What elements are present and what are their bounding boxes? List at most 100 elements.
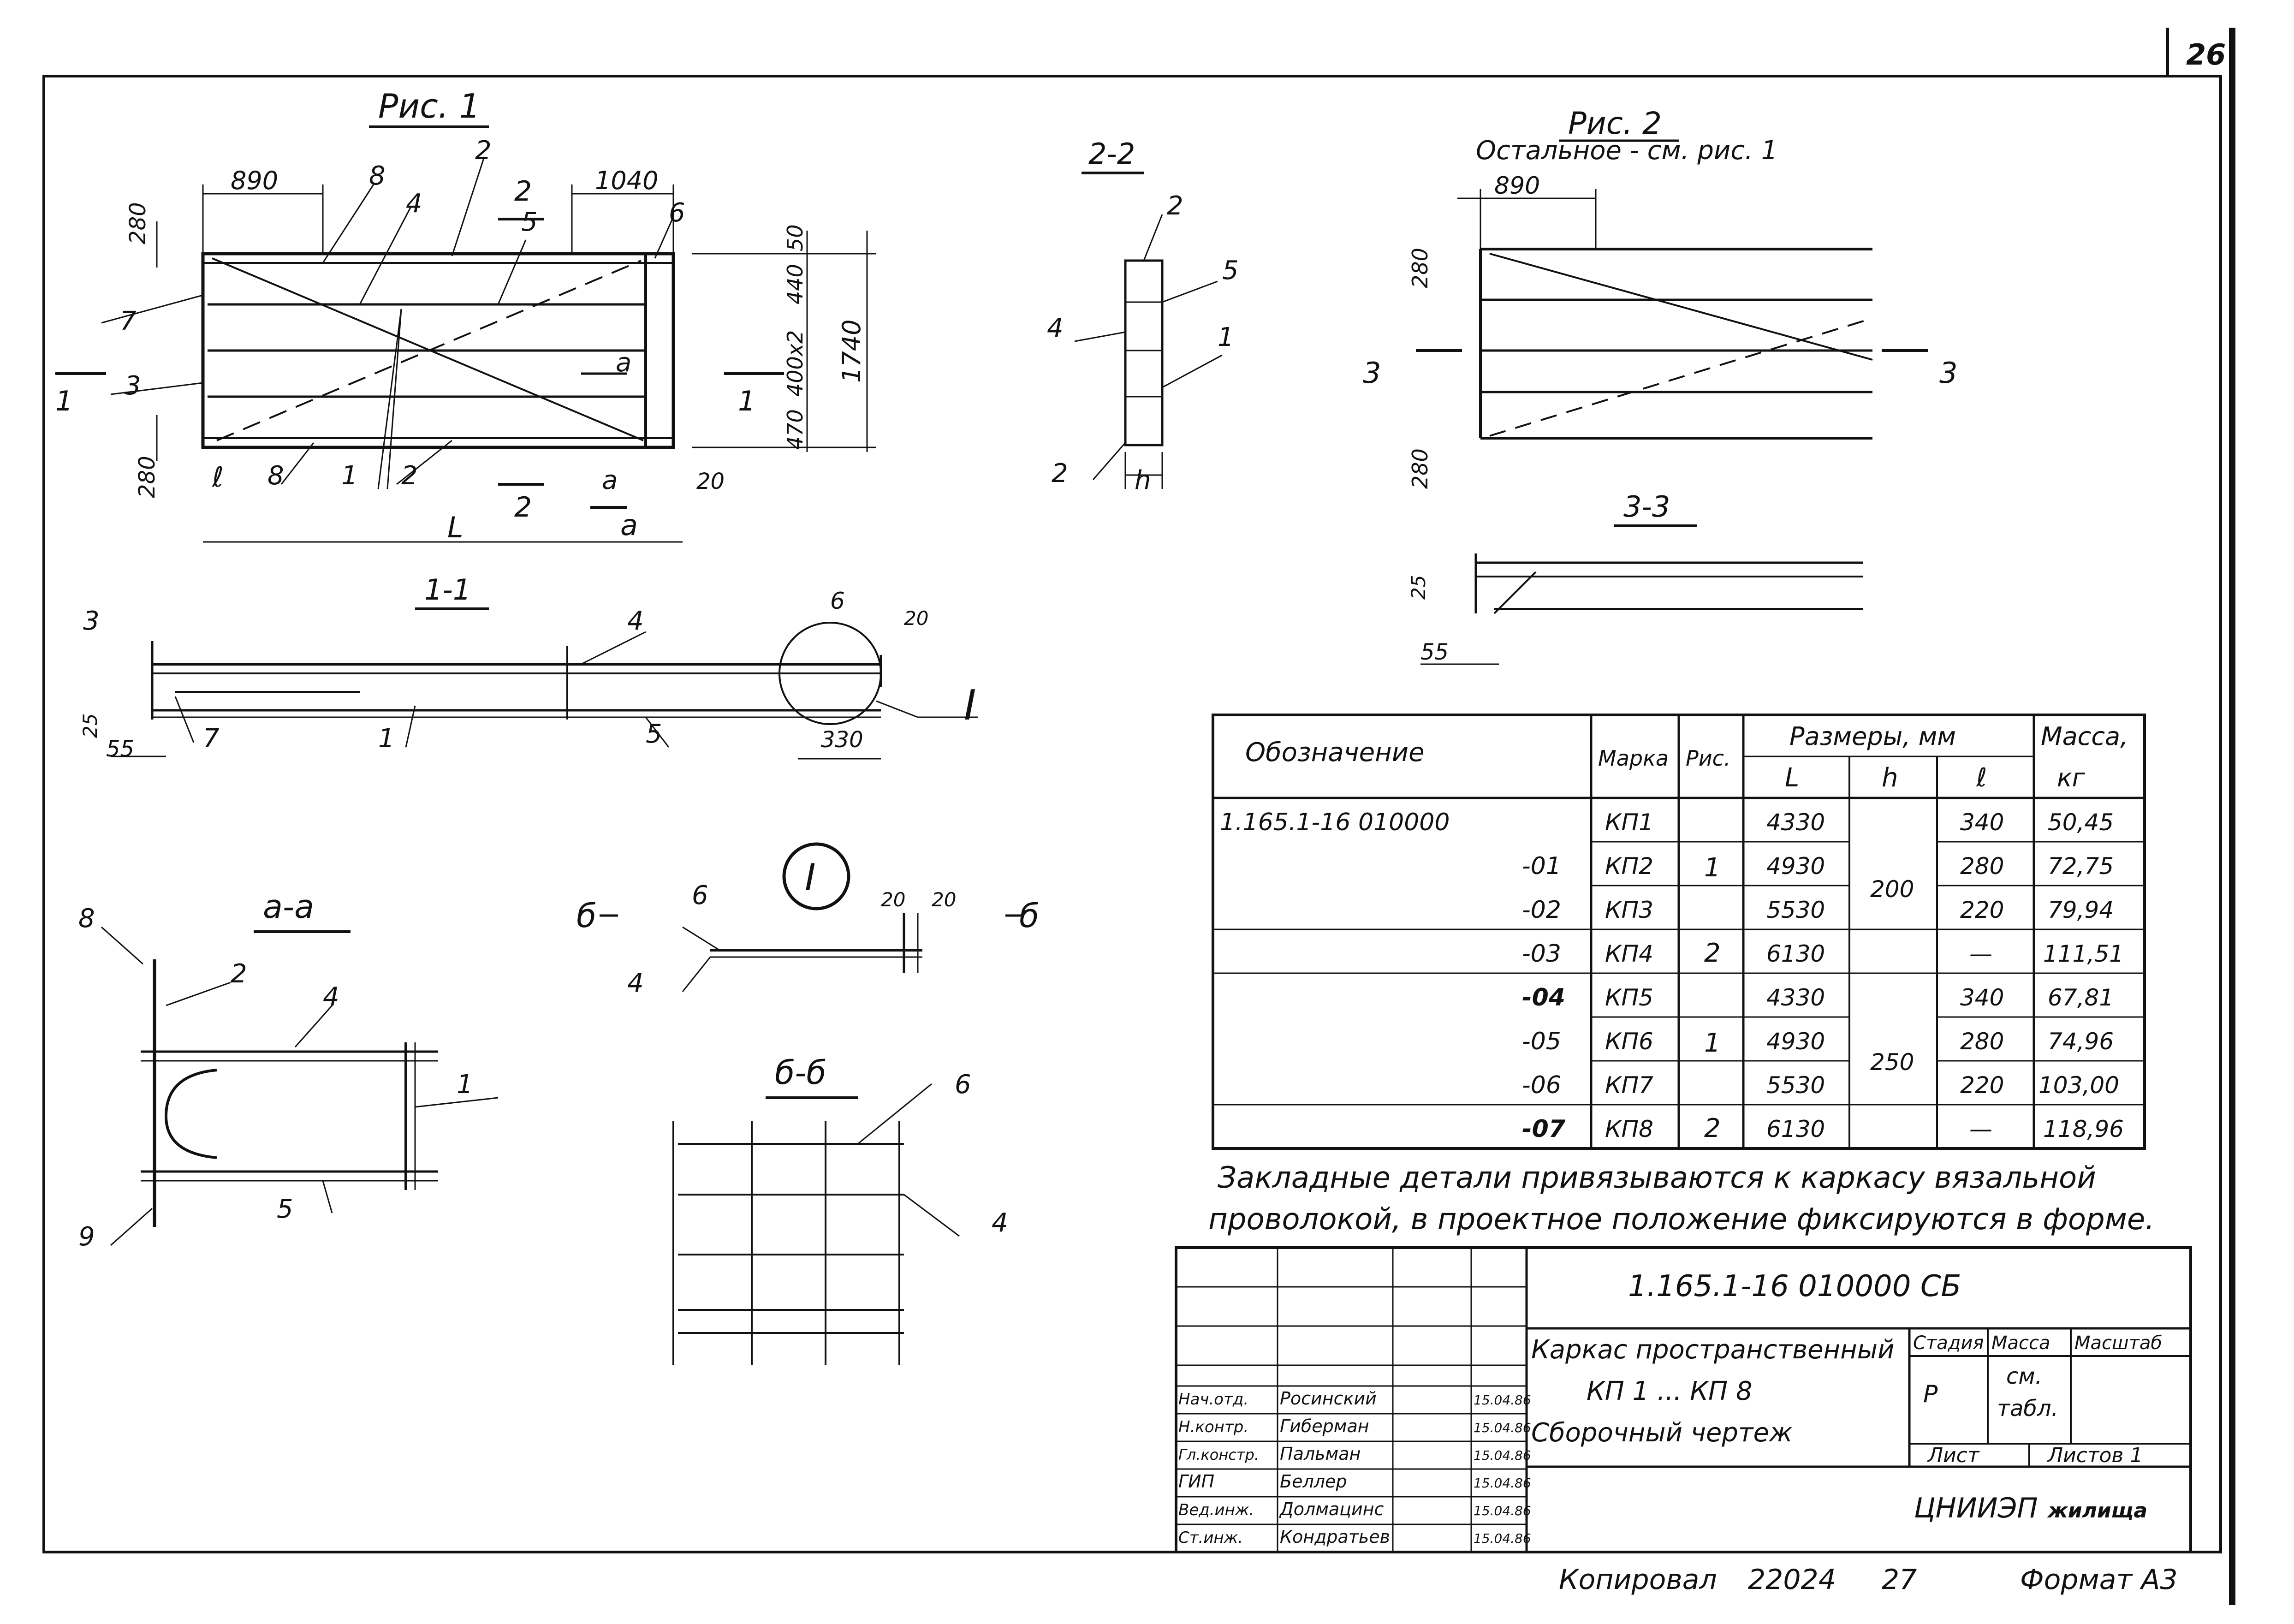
fig1-dim-L: L bbox=[447, 511, 464, 544]
secaa-item-9: 9 bbox=[78, 1222, 95, 1252]
row6-mass: 103,00 bbox=[2038, 1072, 2119, 1099]
sheet-frame bbox=[42, 75, 2222, 1553]
fig1-section-2-bottom: 2 bbox=[514, 491, 532, 523]
h-group-2: 250 bbox=[1870, 1049, 1914, 1076]
fig2-title: Рис. 2 bbox=[1568, 106, 1662, 141]
tb-role-1: Н.контр. bbox=[1178, 1418, 1248, 1436]
row2-l: 220 bbox=[1960, 897, 2004, 923]
fig2-dim-890: 890 bbox=[1494, 172, 1540, 200]
footer-format: Формат А3 bbox=[2020, 1564, 2178, 1596]
fig1-dim-1740: 1740 bbox=[837, 320, 866, 383]
fig1-dim-280-bottom: 280 bbox=[134, 456, 160, 498]
row7-L: 6130 bbox=[1766, 1116, 1825, 1142]
row3-l: — bbox=[1969, 940, 1992, 967]
tb-date-0: 15.04.86 bbox=[1474, 1392, 1531, 1408]
sec11-node-label: I bbox=[964, 681, 976, 730]
sec11-item-4: 4 bbox=[627, 606, 644, 636]
fig1-item-7: 7 bbox=[120, 306, 137, 336]
tb-mass-line-1: см. bbox=[2006, 1363, 2042, 1389]
row2-mark: КП3 bbox=[1605, 897, 1653, 923]
fig2-subtitle: Остальное - см. рис. 1 bbox=[1476, 136, 1777, 166]
sec33-dim-55: 55 bbox=[1420, 639, 1449, 665]
fig1-item-2-bottom: 2 bbox=[401, 461, 418, 491]
row5-mass: 74,96 bbox=[2048, 1028, 2114, 1055]
fig1-section-1-left: 1 bbox=[55, 385, 73, 417]
row4-mark: КП5 bbox=[1605, 984, 1653, 1011]
sec22-item-5: 5 bbox=[1222, 256, 1239, 286]
table-row-lines bbox=[1213, 841, 2145, 1106]
th-l: ℓ bbox=[1976, 763, 1987, 793]
tb-role-2: Гл.констр. bbox=[1178, 1446, 1259, 1463]
tb-stage-header: Стадия bbox=[1913, 1333, 1984, 1354]
fig1-item-8-bottom: 8 bbox=[267, 461, 284, 491]
row5-designation: -05 bbox=[1522, 1028, 1561, 1055]
secaa-item-5: 5 bbox=[277, 1194, 293, 1224]
tb-name-1: Гиберман bbox=[1280, 1416, 1369, 1436]
fig1-title: Рис. 1 bbox=[378, 87, 480, 125]
fig-group-1: 1 bbox=[1704, 853, 1721, 883]
row4-mass: 67,81 bbox=[2048, 984, 2114, 1011]
sec22-item-2-top: 2 bbox=[1167, 191, 1183, 221]
row1-mass: 72,75 bbox=[2048, 853, 2114, 880]
fig1-item-5: 5 bbox=[521, 207, 538, 237]
fig1-frame bbox=[201, 252, 675, 449]
row2-mass: 79,94 bbox=[2048, 897, 2114, 923]
tb-org-2: жилища bbox=[2047, 1499, 2147, 1523]
tb-date-1: 15.04.86 bbox=[1474, 1420, 1531, 1435]
sec11-dim-55: 55 bbox=[106, 736, 134, 762]
tb-role-4: Вед.инж. bbox=[1178, 1501, 1254, 1519]
fig1-section-1-right: 1 bbox=[738, 385, 755, 417]
sec22-item-4: 4 bbox=[1047, 313, 1064, 343]
fig1-dim-1040: 1040 bbox=[595, 166, 658, 195]
node1-cut-right: б bbox=[1019, 897, 1039, 935]
row5-l: 280 bbox=[1960, 1028, 2004, 1055]
sec22-item-2-bottom: 2 bbox=[1052, 458, 1068, 488]
secaa-title: a-a bbox=[263, 888, 314, 926]
section-a-a: a-a 8 2 4 1 5 9 bbox=[78, 888, 499, 1252]
row3-L: 6130 bbox=[1766, 940, 1825, 967]
fig1-dim-280-top: 280 bbox=[125, 202, 151, 244]
row7-l: — bbox=[1969, 1116, 1992, 1142]
note-line-1: Закладные детали привязываются к каркасу… bbox=[1218, 1161, 2096, 1195]
row0-designation: 1.165.1-16 010000 bbox=[1220, 809, 1450, 836]
secaa-item-1: 1 bbox=[457, 1070, 473, 1100]
fig1-item-4: 4 bbox=[406, 189, 422, 219]
fig1-dim-400x2: 400х2 bbox=[783, 330, 808, 397]
tb-sheet-header: Лист bbox=[1927, 1444, 1980, 1467]
node1-item-6: 6 bbox=[692, 880, 708, 910]
fig1-section-2-top: 2 bbox=[514, 175, 532, 208]
tb-name-line-2: КП 1 ... КП 8 bbox=[1587, 1376, 1753, 1406]
secaa-item-4: 4 bbox=[323, 982, 339, 1012]
node-I: I 6 4 20 20 б б bbox=[576, 842, 1039, 998]
fig2-dim-280-top: 280 bbox=[1408, 248, 1432, 288]
row0-l: 340 bbox=[1960, 809, 2004, 836]
row0-L: 4330 bbox=[1766, 809, 1825, 836]
sec11-dim-25: 25 bbox=[79, 714, 101, 738]
secbb-item-4: 4 bbox=[992, 1208, 1008, 1238]
node1-title: I bbox=[805, 856, 816, 899]
sec22-title: 2-2 bbox=[1088, 137, 1135, 171]
secaa-item-8: 8 bbox=[78, 904, 95, 934]
section-2-2: 2-2 2 5 4 1 2 h bbox=[1047, 137, 1239, 495]
footer-copied: Копировал bbox=[1559, 1564, 1717, 1596]
fig1-dim-890: 890 bbox=[231, 166, 278, 195]
tb-mass-header: Масса bbox=[1991, 1333, 2050, 1354]
row6-mark: КП7 bbox=[1605, 1072, 1653, 1099]
row7-designation: -07 bbox=[1522, 1115, 1566, 1143]
row6-L: 5530 bbox=[1766, 1072, 1825, 1099]
fig-group-2: 2 bbox=[1704, 938, 1721, 968]
row4-L: 4330 bbox=[1766, 984, 1825, 1011]
fig1-item-1: 1 bbox=[341, 461, 358, 491]
node1-item-4: 4 bbox=[627, 968, 644, 998]
sec22-item-1: 1 bbox=[1218, 322, 1234, 352]
row6-designation: -06 bbox=[1522, 1071, 1561, 1099]
section-b-b: б-б 6 4 bbox=[672, 1054, 1008, 1365]
tb-date-2: 15.04.86 bbox=[1474, 1448, 1531, 1463]
tb-name-line-1: Каркас пространственный bbox=[1531, 1335, 1894, 1365]
tb-code: 1.165.1-16 010000 СБ bbox=[1628, 1269, 1961, 1303]
fig-group-4: 2 bbox=[1704, 1113, 1721, 1143]
fig1-dim-470: 470 bbox=[783, 409, 808, 450]
sec11-item-5: 5 bbox=[646, 719, 662, 749]
sec11-dim-20: 20 bbox=[904, 607, 928, 630]
fig1-dim-l: ℓ bbox=[212, 461, 224, 494]
